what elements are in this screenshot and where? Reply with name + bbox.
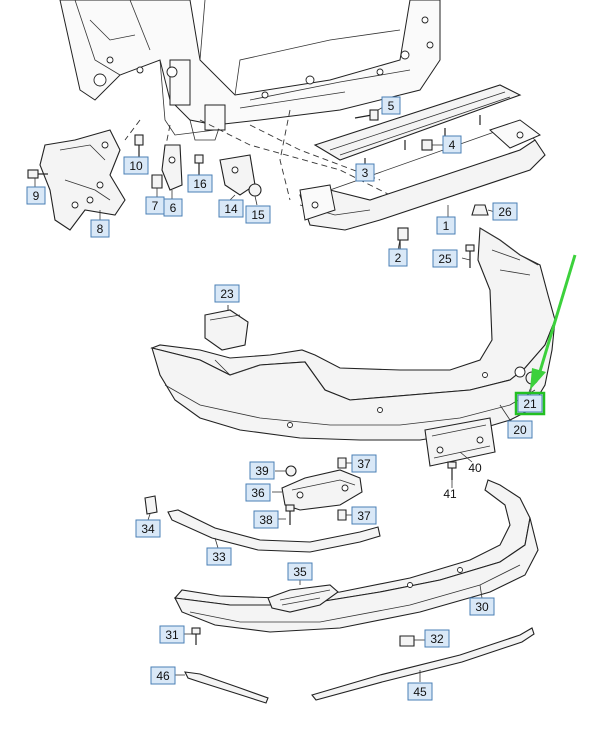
part-26-clip [471, 204, 489, 216]
part-23-reflector [204, 305, 249, 351]
highlight-box-21 [514, 391, 546, 416]
label-46[interactable]: 46 [150, 666, 176, 685]
part-7-clip [151, 174, 163, 189]
label-26[interactable]: 26 [492, 202, 518, 221]
fastener-10 [134, 134, 144, 160]
label-4[interactable]: 4 [442, 135, 462, 154]
label-45[interactable]: 45 [407, 682, 433, 701]
svg-text:5: 5 [388, 99, 395, 113]
part-37-clip-upper [337, 457, 347, 469]
svg-text:38: 38 [259, 513, 273, 527]
label-7[interactable]: 7 [145, 196, 165, 215]
part-33-trim-strip [167, 509, 381, 553]
svg-text:25: 25 [438, 252, 452, 266]
svg-text:39: 39 [255, 464, 269, 478]
label-5[interactable]: 5 [381, 96, 401, 115]
label-3[interactable]: 3 [355, 163, 375, 182]
label-20[interactable]: 20 [507, 420, 533, 439]
part-39-nut [285, 465, 297, 477]
svg-text:45: 45 [413, 685, 427, 699]
svg-text:32: 32 [430, 632, 444, 646]
label-14[interactable]: 14 [218, 199, 244, 218]
part-20-bumper-cover [150, 227, 556, 441]
part-15-nut [248, 183, 262, 197]
part-37-clip-lower [337, 509, 347, 521]
label-16[interactable]: 16 [187, 174, 213, 193]
label-41: 41 [443, 487, 457, 501]
svg-text:7: 7 [152, 199, 159, 213]
svg-text:2: 2 [395, 251, 402, 265]
svg-text:21: 21 [523, 397, 537, 411]
part-40-license-bracket [424, 417, 496, 467]
svg-text:3: 3 [362, 166, 369, 180]
part-32-clip [399, 635, 415, 647]
svg-text:23: 23 [220, 287, 234, 301]
fastener-9 [27, 169, 48, 179]
part-14-bracket [219, 154, 256, 196]
svg-text:46: 46 [156, 669, 170, 683]
svg-text:36: 36 [251, 486, 265, 500]
svg-text:16: 16 [193, 177, 207, 191]
label-36[interactable]: 36 [245, 483, 271, 502]
label-37-lower[interactable]: 37 [351, 506, 377, 525]
svg-text:20: 20 [513, 423, 527, 437]
label-2[interactable]: 2 [388, 248, 408, 267]
part-31-screw [191, 627, 201, 645]
label-30[interactable]: 30 [469, 597, 495, 616]
label-37-upper[interactable]: 37 [351, 454, 377, 473]
label-21[interactable]: 21 [517, 394, 543, 413]
svg-text:26: 26 [498, 205, 512, 219]
part-41-screw [447, 461, 457, 480]
label-6[interactable]: 6 [163, 198, 183, 217]
part-34-clip [144, 495, 158, 515]
label-31[interactable]: 31 [159, 625, 185, 644]
svg-text:31: 31 [165, 628, 179, 642]
svg-text:1: 1 [443, 219, 450, 233]
part-35-grille [267, 584, 339, 613]
label-35[interactable]: 35 [287, 562, 313, 581]
svg-text:15: 15 [251, 208, 265, 222]
label-23[interactable]: 23 [214, 284, 240, 303]
svg-text:34: 34 [141, 522, 155, 536]
label-39[interactable]: 39 [249, 461, 275, 480]
label-32[interactable]: 32 [424, 629, 450, 648]
label-9[interactable]: 9 [26, 186, 46, 205]
label-15[interactable]: 15 [245, 205, 271, 224]
label-34[interactable]: 34 [135, 519, 161, 538]
svg-text:30: 30 [475, 600, 489, 614]
svg-text:37: 37 [357, 509, 371, 523]
part-38-screw [285, 504, 295, 525]
part-46-trim [184, 671, 269, 704]
part-45-trim [311, 627, 535, 701]
label-40: 40 [468, 461, 482, 475]
label-1[interactable]: 1 [436, 216, 456, 235]
svg-text:33: 33 [212, 550, 226, 564]
svg-text:37: 37 [357, 457, 371, 471]
part-8-side-bracket [39, 129, 126, 231]
label-8[interactable]: 8 [90, 219, 110, 238]
label-10[interactable]: 10 [123, 156, 149, 175]
svg-text:4: 4 [449, 138, 456, 152]
label-25[interactable]: 25 [432, 249, 458, 268]
part-6-bracket [161, 144, 183, 191]
label-33[interactable]: 33 [206, 547, 232, 566]
green-arrow-icon [530, 254, 577, 390]
svg-text:6: 6 [170, 201, 177, 215]
svg-text:9: 9 [33, 189, 40, 203]
part-36-bracket [281, 469, 363, 511]
label-38[interactable]: 38 [253, 510, 279, 529]
rear-body-structure [59, 0, 441, 141]
svg-text:14: 14 [224, 202, 238, 216]
svg-text:35: 35 [293, 565, 307, 579]
part-1-bumper-carrier [299, 119, 546, 231]
svg-text:10: 10 [129, 159, 143, 173]
svg-text:8: 8 [97, 222, 104, 236]
